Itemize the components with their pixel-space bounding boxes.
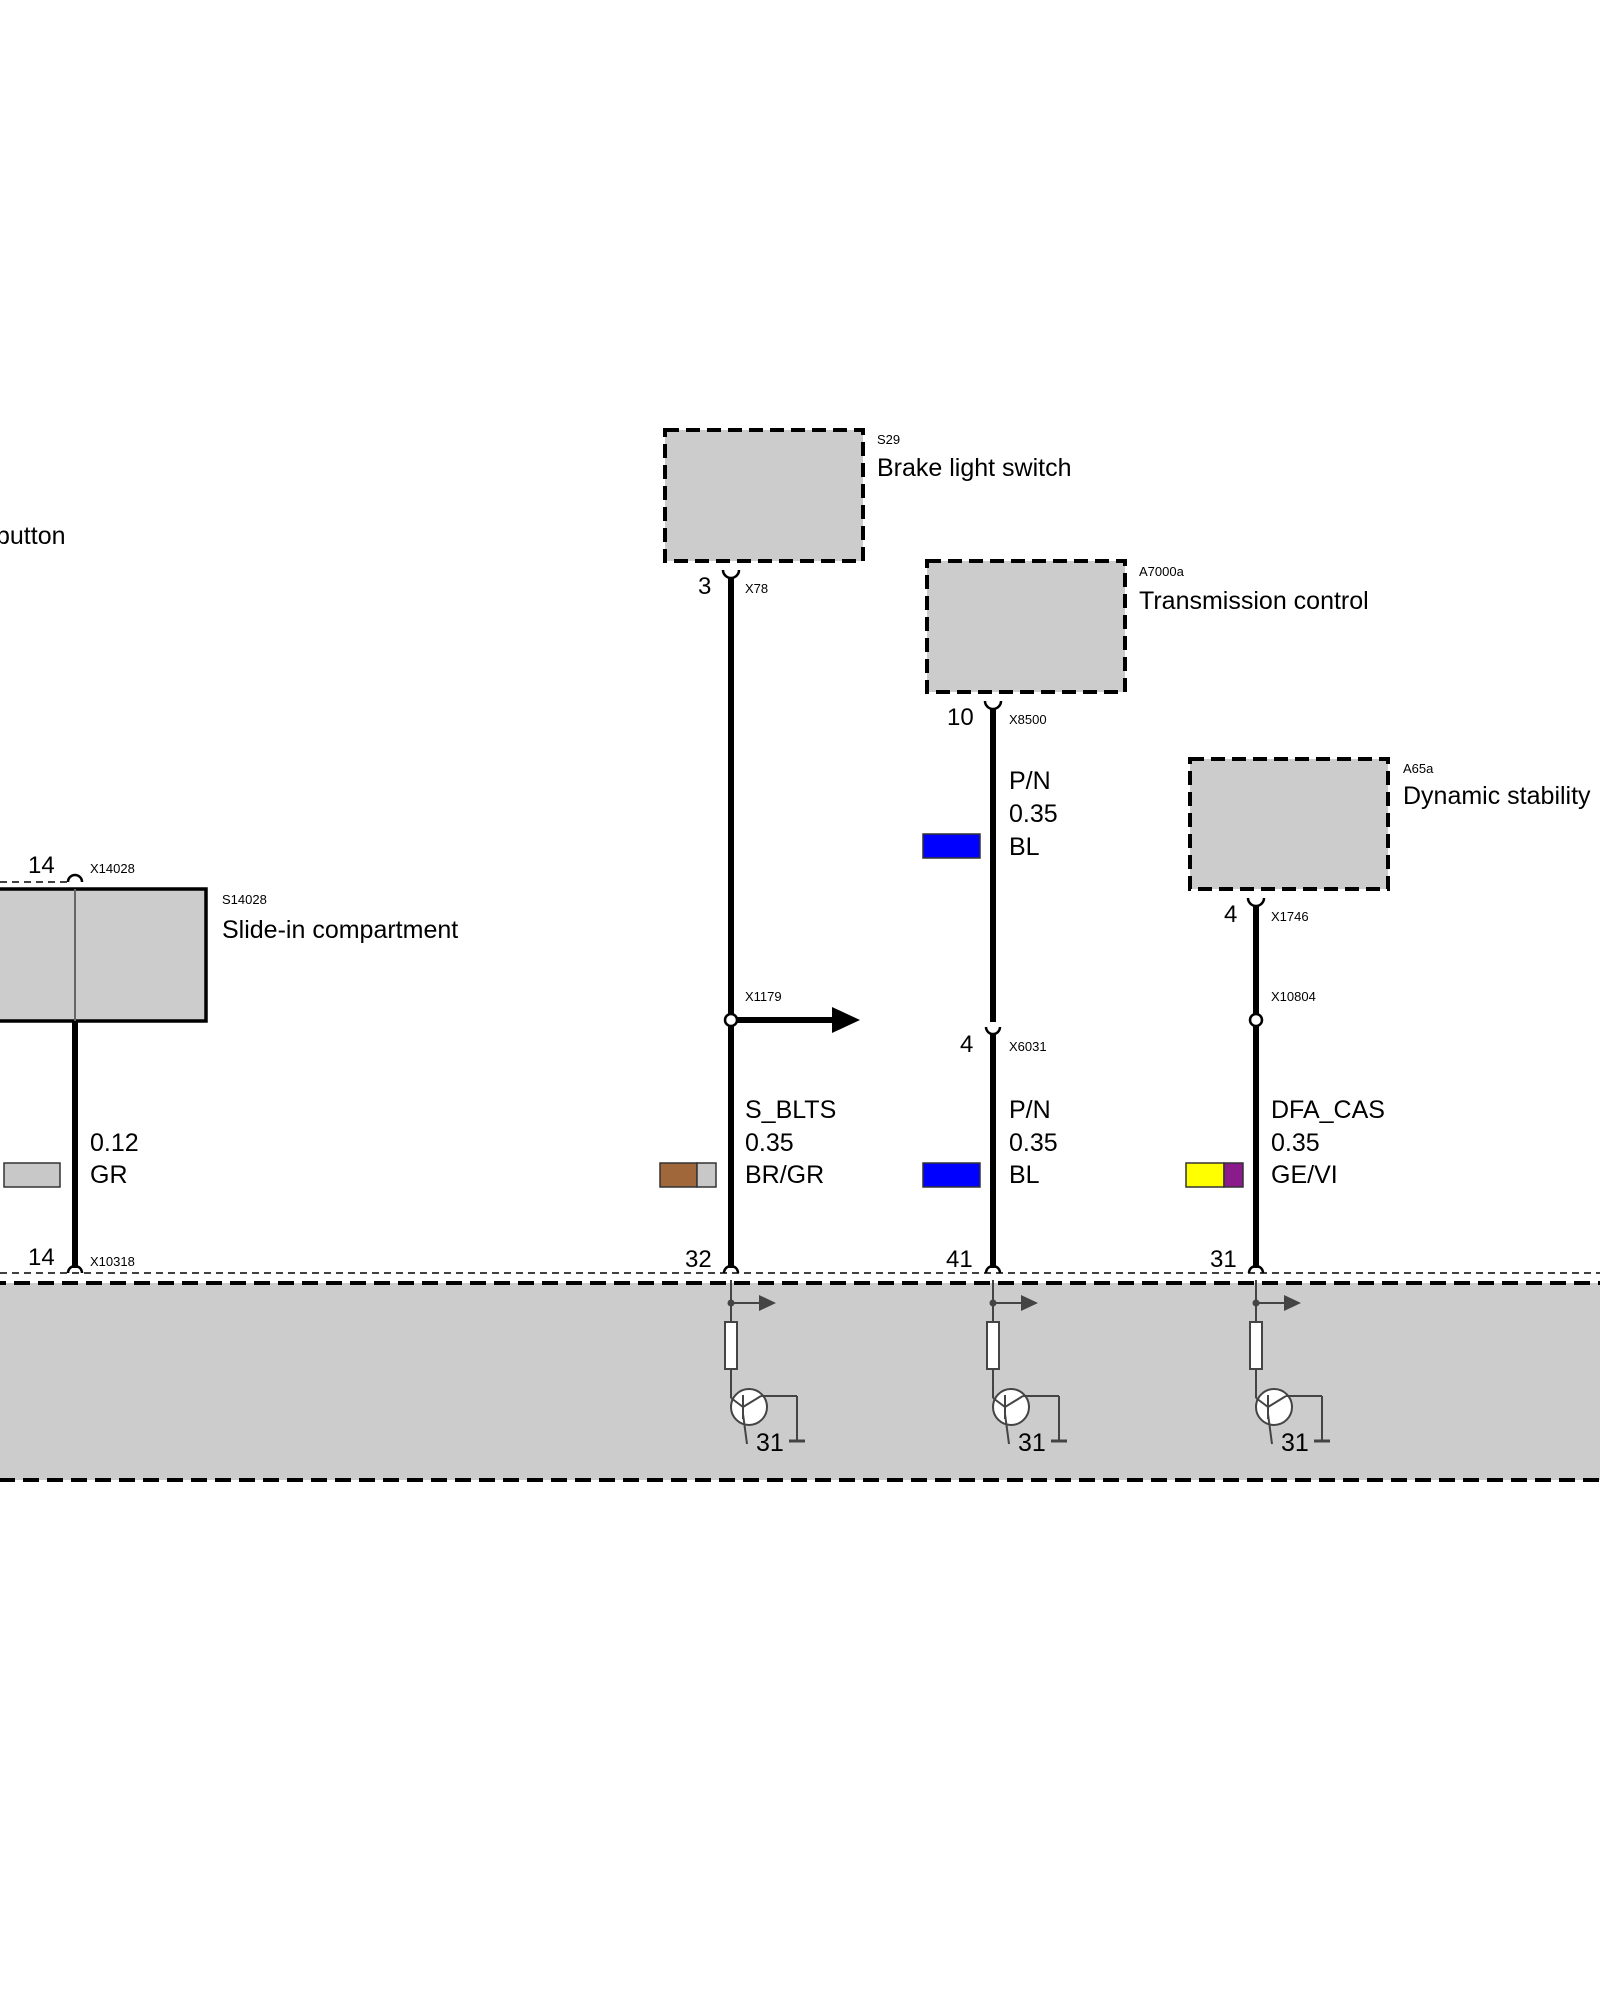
connector-pin-icon <box>1246 897 1266 908</box>
color-swatch-vi <box>1223 1162 1244 1188</box>
wire-brake-color: BR/GR <box>745 1161 824 1189</box>
wire-brake-size: 0.35 <box>745 1129 794 1157</box>
connector-socket-icon <box>66 1264 84 1274</box>
transistor-icon <box>1255 1388 1293 1426</box>
wire-trans-upper-signal: P/N <box>1009 767 1051 795</box>
wire-dsc-size: 0.35 <box>1271 1129 1320 1157</box>
color-swatch-bl <box>922 833 981 859</box>
input-circuit <box>724 1280 805 1445</box>
connector-pin-icon <box>984 1026 1002 1036</box>
color-swatch-gr <box>3 1162 61 1188</box>
color-swatch-gr <box>696 1162 717 1188</box>
wire-trans-lower-color: BL <box>1009 1161 1040 1189</box>
ground-label: 31 <box>1018 1429 1046 1457</box>
trans-bottom-pin: 41 <box>946 1246 973 1273</box>
brake-switch-code: S29 <box>877 432 900 447</box>
color-swatch-br <box>659 1162 698 1188</box>
push-button-label: button <box>0 522 66 550</box>
connector-socket-icon <box>66 873 84 883</box>
slide-in-name: Slide-in compartment <box>222 916 458 944</box>
wire-trans-lower-signal: P/N <box>1009 1096 1051 1124</box>
slide-top-pin: 14 <box>28 852 55 879</box>
x1179-label: X1179 <box>745 989 782 1004</box>
transmission-name: Transmission control <box>1139 587 1369 615</box>
brake-bottom-pin: 32 <box>685 1246 712 1273</box>
slide-in-compartment-box <box>0 887 208 1023</box>
dsc-top-pin: 4 <box>1224 901 1237 928</box>
wire-slide-size: 0.12 <box>90 1129 139 1157</box>
dynamic-stability-box <box>1188 757 1390 891</box>
input-circuit <box>1249 1280 1330 1445</box>
transmission-control-box <box>925 559 1127 694</box>
x78-label: X78 <box>745 581 768 596</box>
wire-trans-upper-size: 0.35 <box>1009 800 1058 828</box>
x1746-label: X1746 <box>1271 909 1309 924</box>
color-swatch-bl <box>922 1162 981 1188</box>
trans-top-pin: 10 <box>947 704 974 731</box>
brake-top-pin: 3 <box>698 573 711 600</box>
control-unit-box <box>0 1281 1600 1482</box>
connector-pin-icon <box>983 700 1003 711</box>
dsc-bottom-pin: 31 <box>1210 1246 1237 1273</box>
slide-bottom-pin: 14 <box>28 1244 55 1271</box>
transistor-icon <box>730 1388 768 1426</box>
x8500-label: X8500 <box>1009 712 1047 727</box>
color-swatch-ge <box>1185 1162 1225 1188</box>
wire-dsc-signal: DFA_CAS <box>1271 1096 1385 1124</box>
connector-pin-icon <box>721 569 741 580</box>
resistor-icon <box>986 1321 1000 1370</box>
transistor-icon <box>992 1388 1030 1426</box>
brake-switch-name: Brake light switch <box>877 454 1072 482</box>
ground-label: 31 <box>756 1429 784 1457</box>
input-circuit <box>986 1280 1067 1445</box>
signal-arrow-icon <box>759 1295 776 1311</box>
transmission-code: A7000a <box>1139 564 1185 579</box>
splice-point <box>1248 1012 1264 1028</box>
wire-trans-upper-color: BL <box>1009 833 1040 861</box>
x6031-label: X6031 <box>1009 1039 1047 1054</box>
resistor-icon <box>724 1321 738 1370</box>
ground-label: 31 <box>1281 1429 1309 1457</box>
x10318-label: X10318 <box>90 1254 135 1269</box>
dsc-code: A65a <box>1403 761 1434 776</box>
signal-arrow-icon <box>1021 1295 1038 1311</box>
wire-slide-color: GR <box>90 1161 128 1189</box>
wire-brake-signal: S_BLTS <box>745 1096 836 1124</box>
branch-arrow-icon <box>832 1007 860 1033</box>
wire-dsc-color: GE/VI <box>1271 1161 1338 1189</box>
brake-light-switch-box <box>663 428 865 563</box>
splice-point <box>723 1012 739 1028</box>
connector-socket-icon <box>1247 1264 1265 1274</box>
x10804-label: X10804 <box>1271 989 1316 1004</box>
connector-socket-icon <box>722 1264 740 1274</box>
wire-trans-lower-size: 0.35 <box>1009 1129 1058 1157</box>
slide-in-code: S14028 <box>222 892 267 907</box>
resistor-icon <box>1249 1321 1263 1370</box>
dsc-name: Dynamic stability <box>1403 782 1591 810</box>
trans-mid-pin: 4 <box>960 1031 973 1058</box>
x14028-label: X14028 <box>90 861 135 876</box>
signal-arrow-icon <box>1284 1295 1301 1311</box>
connector-socket-icon <box>984 1264 1002 1274</box>
